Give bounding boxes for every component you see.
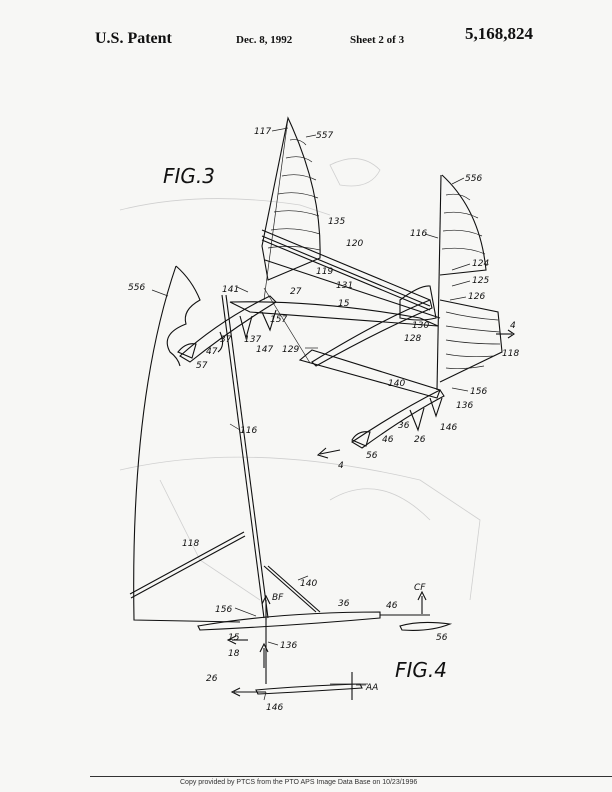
ref-label-37: 37 — [220, 335, 232, 345]
fig3-right-hull — [350, 389, 445, 449]
patent-number: 5,168,824 — [465, 24, 533, 43]
ref-label-47: 47 — [206, 347, 218, 357]
ref-label-56: 56 — [366, 451, 378, 461]
label-bf: BF — [272, 593, 284, 603]
ref-label-126: 126 — [468, 292, 485, 302]
ref-label-141: 141 — [222, 285, 239, 295]
label-aa: AA — [365, 683, 378, 693]
ref-label-137: 137 — [244, 335, 261, 345]
ref-label-146-fig4: 146 — [266, 703, 283, 713]
ref-label-26: 26 — [414, 435, 426, 445]
ref-label-140: 140 — [388, 379, 405, 389]
label-cf: CF — [414, 583, 426, 593]
section-label-4-left: 4 — [338, 461, 344, 471]
ref-label-557: 557 — [316, 131, 333, 141]
ref-label-129: 129 — [282, 345, 299, 355]
ref-label-116: 116 — [410, 229, 427, 239]
ref-label-140-fig4: 140 — [300, 579, 317, 589]
fig4-hull — [197, 565, 453, 700]
ref-label-120: 120 — [346, 239, 363, 249]
ref-label-136-fig4: 136 — [280, 641, 297, 651]
ref-label-18: 18 — [228, 649, 240, 659]
ref-label-116-fig4: 116 — [240, 426, 257, 436]
ref-label-135: 135 — [328, 217, 345, 227]
ref-label-125: 125 — [472, 276, 489, 286]
ref-label-36-fig4: 36 — [338, 599, 350, 609]
ref-label-147: 147 — [256, 345, 273, 355]
fig3-right-sail — [436, 174, 503, 391]
fig3-left-sail — [261, 116, 321, 301]
ref-label-118-fig4: 118 — [182, 539, 199, 549]
ref-label-131: 131 — [336, 281, 353, 291]
fig4-title: FIG.4 — [395, 658, 447, 682]
ref-label-556: 556 — [465, 174, 482, 184]
ref-label-46-fig4: 46 — [386, 601, 398, 611]
reference-labels: 117 557 556 135 120 116 124 125 126 119 … — [128, 127, 519, 713]
sheet-number: Sheet 2 of 3 — [350, 34, 405, 46]
bleed-through-ghost — [119, 158, 481, 601]
ref-label-117: 117 — [254, 127, 271, 137]
ref-label-36: 36 — [398, 421, 410, 431]
ref-label-57: 57 — [196, 361, 208, 371]
ref-label-124: 124 — [472, 259, 489, 269]
ref-label-46: 46 — [382, 435, 394, 445]
patent-header-title: U.S. Patent — [95, 30, 172, 47]
ref-label-146: 146 — [440, 423, 457, 433]
ref-label-128: 128 — [404, 334, 421, 344]
fig3-title: FIG.3 — [163, 164, 215, 188]
fig4-force-arrows — [226, 590, 427, 697]
footer-copy-note: Copy provided by PTCS from the PTO APS I… — [180, 779, 418, 786]
leader-lines — [151, 127, 471, 701]
ref-label-119: 119 — [316, 267, 333, 277]
patent-date: Dec. 8, 1992 — [236, 34, 293, 46]
ref-label-156: 156 — [470, 387, 487, 397]
ref-label-156-fig4: 156 — [215, 605, 232, 615]
ref-label-27: 27 — [290, 287, 302, 297]
fig3-left-hull — [177, 295, 277, 363]
ref-label-130: 130 — [412, 321, 429, 331]
section-arrows — [316, 329, 515, 459]
ref-label-15: 15 — [338, 299, 350, 309]
footer-rule — [90, 776, 612, 777]
fig4-sail — [129, 265, 269, 623]
fig3-frame — [229, 229, 441, 399]
section-label-4-right: 4 — [510, 321, 516, 331]
ref-label-56-fig4: 56 — [436, 633, 448, 643]
ref-label-136: 136 — [456, 401, 473, 411]
ref-label-556-fig4: 556 — [128, 283, 145, 293]
ref-label-26-fig4: 26 — [206, 674, 218, 684]
ref-label-15-fig4: 15 — [228, 633, 240, 643]
ref-label-157: 157 — [270, 315, 287, 325]
ref-label-118: 118 — [502, 349, 519, 359]
